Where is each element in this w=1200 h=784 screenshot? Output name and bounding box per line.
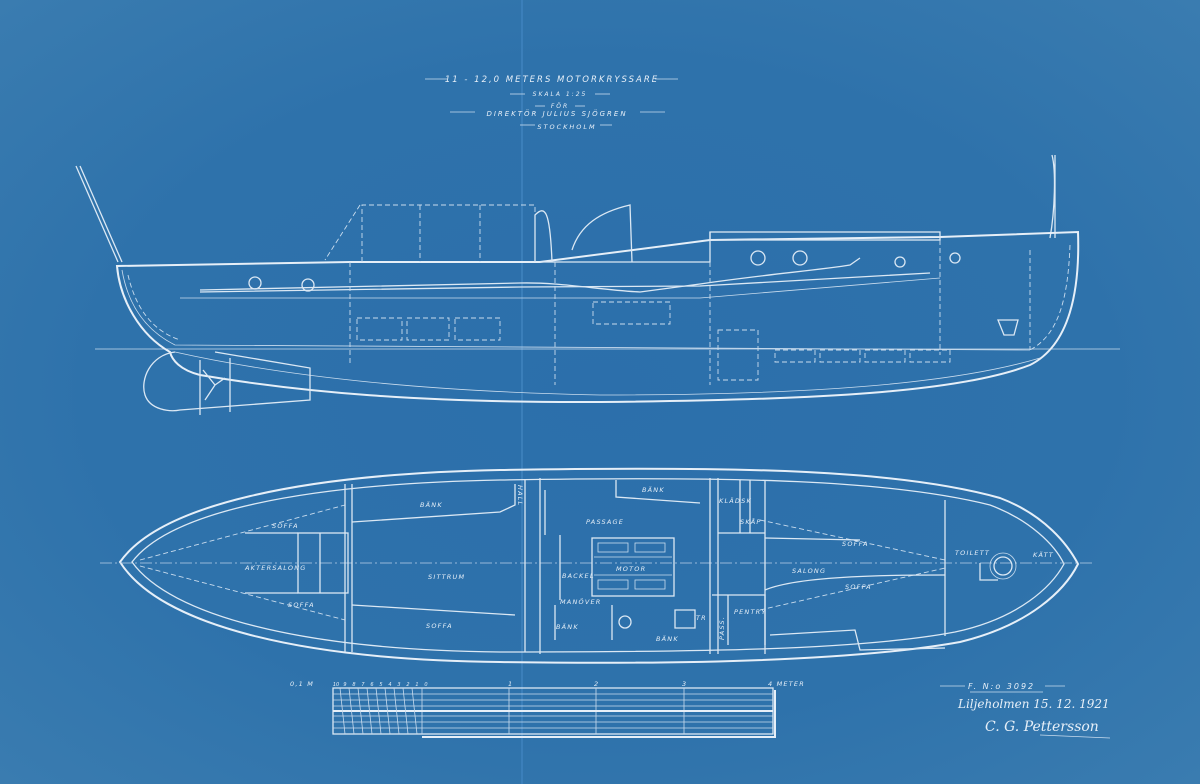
title-block-top: 11 - 12,0 METERS MOTORKRYSSARE SKALA 1:2… <box>425 75 678 131</box>
toilet-side <box>997 319 1019 336</box>
title-client: DIREKTÖR JULIUS SJÖGREN <box>486 109 627 118</box>
toilet-plan <box>993 556 1013 576</box>
label-sittrum: SITTRUM <box>428 573 465 581</box>
scale-subtick-label: 9 <box>343 682 346 688</box>
scale-subtick-label: 1 <box>415 682 418 688</box>
hull-outline <box>115 230 1080 404</box>
stern-flagstaff <box>75 165 123 263</box>
label-hall: HALL <box>516 485 524 506</box>
label-katt: KÄTT <box>1033 550 1054 559</box>
label-skap: SKÅP <box>740 517 762 526</box>
title-city: STOCKHOLM <box>537 123 596 131</box>
awning <box>361 204 536 262</box>
scale-tick-1: 1 <box>508 680 513 688</box>
label-toilett: TOILETT <box>955 549 990 557</box>
scale-subtick-label: 0 <box>424 682 427 688</box>
scale-left-label: 0,1 M <box>290 680 314 688</box>
windshield <box>534 210 553 263</box>
label-kladsk: KLÄDSK <box>719 496 752 505</box>
title-for: FÖR <box>551 103 569 110</box>
label-bank: BÄNK <box>556 622 579 631</box>
hull-plan-outline <box>118 467 1080 664</box>
scale-subtick-label: 7 <box>361 682 365 688</box>
scale-tick-3: 3 <box>682 680 687 688</box>
label-manover: MANÖVER <box>560 597 602 606</box>
label-bank: BÄNK <box>420 500 443 509</box>
label-passage-v: PASS. <box>718 616 726 640</box>
label-motor: MOTOR <box>616 565 646 573</box>
portholes <box>248 250 961 292</box>
scale-tick-2: 2 <box>594 680 599 688</box>
scale-subtick-label: 2 <box>406 682 409 688</box>
side-elevation <box>75 154 1120 415</box>
place-date: Liljeholmen 15. 12. 1921 <box>957 697 1110 711</box>
propeller <box>202 369 226 401</box>
title-block: F. N:o 3092 Liljeholmen 15. 12. 1921 C. … <box>940 682 1111 739</box>
label-soffa: SOFFA <box>426 622 453 630</box>
rub-rail <box>199 257 861 293</box>
label-soffa: SOFFA <box>845 583 872 591</box>
label-pentry: PENTRY <box>734 608 767 616</box>
label-soffa: SOFFA <box>288 601 315 609</box>
cockpit-screen <box>571 204 633 263</box>
label-bank: BÄNK <box>656 634 679 643</box>
scale-subtick-label: 8 <box>352 682 355 688</box>
motor-block <box>591 537 675 597</box>
scale-subtick-label: 10 <box>333 682 339 688</box>
scale-subtick-label: 5 <box>379 682 382 688</box>
bow-flagstaff <box>1049 154 1056 239</box>
label-aktersalong: AKTERSALONG <box>244 564 307 572</box>
label-bank: BÄNK <box>642 485 665 494</box>
signature: C. G. Pettersson <box>985 719 1099 735</box>
steering-wheel <box>618 615 632 629</box>
label-passage: PASSAGE <box>586 518 624 526</box>
scale-subtick-label: 6 <box>370 682 373 688</box>
label-backel: BACKEL <box>562 572 595 580</box>
rudder <box>143 351 311 412</box>
label-tr: TR <box>696 614 707 622</box>
label-soffa: SOFFA <box>272 522 299 530</box>
plan-view: BÄNK HALL SOFFA AKTERSALONG SOFFA SITTRU… <box>100 467 1095 664</box>
title-line-1: 11 - 12,0 METERS MOTORKRYSSARE <box>445 75 659 85</box>
label-salong: SALONG <box>792 567 826 575</box>
interior-hidden-lines <box>349 240 1031 385</box>
scale-subtick-label: 3 <box>397 682 400 688</box>
scale-end-label: 4 METER <box>768 680 805 688</box>
drawing-number: F. N:o 3092 <box>968 682 1035 691</box>
scale-subtick-label: 4 <box>388 682 391 688</box>
label-soffa: SOFFA <box>842 540 869 548</box>
title-scale: SKALA 1:25 <box>533 91 588 98</box>
